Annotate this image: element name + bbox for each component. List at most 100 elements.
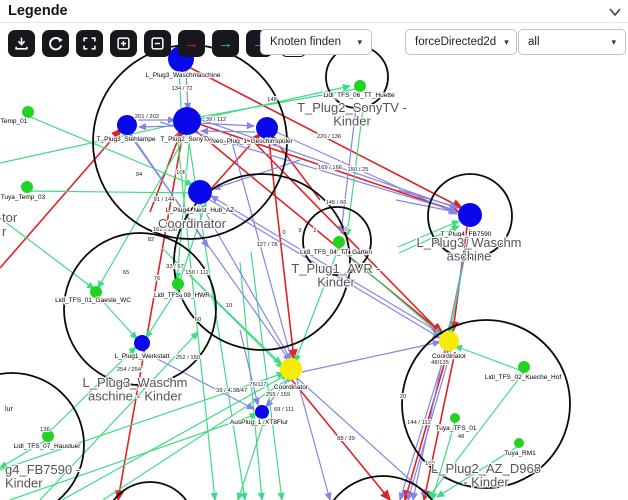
edge-weight-label: 76/117 (249, 382, 266, 388)
edge-weight-label: 162 / 130 (153, 227, 177, 233)
download-button[interactable] (8, 30, 35, 57)
node-label: Lidl_TFS_02_Kueche_Hof (485, 374, 561, 381)
chevron-down-icon[interactable] (608, 6, 622, 18)
find-node-dropdown[interactable]: Knoten finden ▾ (260, 29, 372, 55)
refresh-button[interactable] (42, 30, 69, 57)
graph-edge (141, 350, 256, 410)
graph-edge (275, 131, 459, 215)
caret-down-icon: ▾ (504, 36, 509, 47)
caret-down-icon: ▾ (357, 36, 362, 47)
graph-edge (435, 446, 518, 498)
zoom-in-icon (117, 37, 130, 50)
graph-edge (421, 351, 456, 500)
edge-weight-label: 150 / 111 (185, 270, 208, 276)
graph-edge (406, 346, 453, 500)
graph-edge (184, 70, 192, 112)
graph-node[interactable] (21, 181, 33, 193)
graph-node[interactable] (439, 331, 459, 351)
cluster-circle (427, 173, 513, 259)
node-label: T_Plug2_SonyTV (161, 136, 213, 143)
node-label: Lidl_TFS_06_TT_Huette (323, 92, 395, 99)
graph-edge (175, 68, 183, 109)
graph-edge (61, 373, 290, 500)
edge-weight-label: 88 / 39 (337, 436, 355, 442)
graph-edge (410, 228, 471, 500)
graph-edge (344, 107, 364, 238)
cluster-circle (0, 372, 85, 500)
edge-weight-label: 60 (195, 317, 201, 323)
fullscreen-button[interactable] (76, 30, 103, 57)
graph-edge (198, 122, 256, 130)
edge-weight-label: 82 (148, 237, 154, 243)
graph-node[interactable] (518, 361, 530, 373)
graph-node[interactable] (458, 203, 482, 227)
download-icon (15, 37, 28, 50)
node-label: L_Plug3_Waschmaschine (146, 72, 221, 79)
graph-node[interactable] (173, 107, 201, 135)
graph-node[interactable] (90, 286, 102, 298)
graph-node[interactable] (450, 413, 460, 423)
graph-node[interactable] (134, 335, 150, 351)
graph-edge (229, 134, 332, 500)
node-label: T_Plug4_FB7590 (441, 231, 492, 238)
node-label: AusPlug_1_XT8Flur (230, 419, 289, 426)
node-label: Lidl_TFS_07_Haustuer (14, 443, 82, 450)
graph-edge (250, 251, 285, 500)
cluster-label: - Kinder (463, 475, 509, 490)
graph-edge (338, 107, 357, 235)
node-label: Lidl_TFS_08_HWR (154, 292, 210, 299)
zoom-out-button[interactable] (144, 30, 171, 57)
edge-weight-label: 144 / 112 (407, 420, 431, 426)
graph-edge (204, 196, 442, 339)
graph-edge (174, 131, 191, 282)
graph-node[interactable] (280, 358, 302, 380)
fullscreen-icon (83, 37, 96, 50)
graph-node[interactable] (256, 117, 278, 139)
graph-node[interactable] (22, 106, 34, 118)
graph-edge (192, 121, 461, 214)
edge-weight-label: 39 / 42 (216, 388, 234, 394)
cluster-label: Kinder (5, 476, 43, 491)
edge-weight-label: 65 (123, 270, 129, 276)
node-label: Lidl_TFS_01_Gaeste_WC (55, 297, 131, 304)
graph-edge (430, 421, 456, 500)
graph-node[interactable] (117, 115, 137, 135)
edge-weight-label: 20 (400, 394, 406, 400)
edge-weight-label: 145 / 66 (326, 200, 347, 206)
cluster-circle (63, 232, 217, 386)
cluster-circle (302, 206, 372, 276)
graph-node[interactable] (188, 180, 212, 204)
zoom-in-button[interactable] (110, 30, 137, 57)
graph-edge (301, 340, 442, 373)
cluster-label: T_Plug2_SonyTV - (297, 100, 407, 115)
filter-dropdown[interactable]: all ▾ (518, 29, 626, 55)
cluster-label: Coordinator (158, 216, 227, 231)
graph-edge (176, 132, 218, 500)
graph-edge (397, 189, 459, 209)
cluster-label: g4_FB7590 - (5, 462, 80, 477)
edge-weight-label: 136 (40, 427, 50, 433)
pan-red-button[interactable]: → (178, 30, 205, 57)
graph-node[interactable] (333, 236, 345, 248)
pan-green-button[interactable]: → (212, 30, 239, 57)
graph-node[interactable] (172, 278, 184, 290)
graph-node[interactable] (514, 438, 524, 448)
layout-dropdown[interactable]: forceDirected2d ▾ (405, 29, 517, 55)
edge-weight-label: 9 (298, 228, 301, 234)
red-arrow-icon: → (184, 35, 199, 52)
cluster-label: aschine (447, 249, 492, 264)
node-label: Coordinator (274, 384, 309, 391)
graph-edge (199, 127, 256, 135)
graph-node[interactable] (255, 405, 269, 419)
graph-node[interactable] (42, 430, 54, 442)
cluster-label: L_Plug3_Waschm (416, 235, 521, 250)
legend-header: Legende (0, 0, 628, 23)
cluster-label: L_Plug3_Waschm (82, 375, 187, 390)
zoom-out-icon (151, 37, 164, 50)
graph-edge (27, 115, 195, 186)
cluster-label: L_Plug2_AZ_D968 (431, 461, 541, 476)
graph-node[interactable] (354, 80, 366, 92)
edge-weight-label: 220 / 136 (317, 134, 341, 140)
node-label: L_Plug4_Nest_Hub_AZ (166, 207, 234, 214)
